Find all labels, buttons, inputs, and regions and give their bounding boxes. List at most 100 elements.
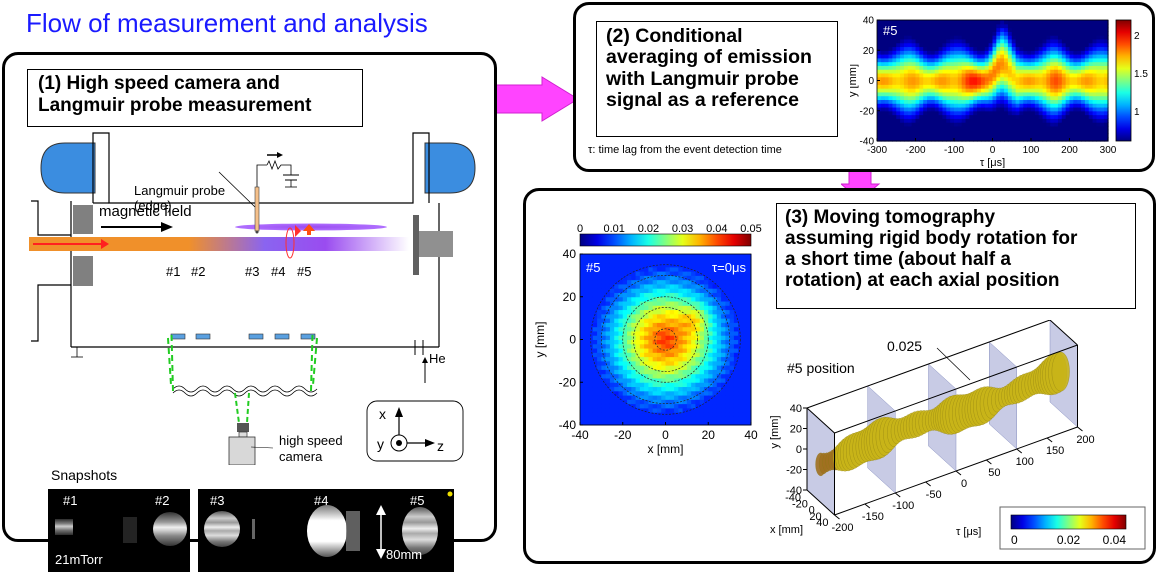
heatmap-cell bbox=[1031, 23, 1036, 29]
heatmap-cell bbox=[911, 114, 917, 119]
heatmap-cell bbox=[1007, 61, 1013, 66]
heatmap-cell bbox=[665, 399, 671, 405]
heatmap-cell bbox=[691, 271, 696, 276]
heatmap-cell bbox=[614, 352, 619, 358]
heatmap-cell bbox=[592, 377, 598, 383]
heatmap-cell bbox=[682, 326, 688, 332]
heatmap-cell bbox=[938, 95, 944, 101]
heatmap-cell bbox=[1023, 133, 1028, 138]
heatmap-cell bbox=[992, 88, 997, 93]
heatmap-cell bbox=[938, 31, 944, 36]
heatmap-cell bbox=[950, 129, 955, 135]
heatmap-cell bbox=[988, 80, 994, 85]
heatmap-cell bbox=[927, 23, 932, 29]
heatmap-cell bbox=[1000, 80, 1005, 85]
heatmap-cell bbox=[721, 288, 726, 293]
panel2-title-line: averaging of emission bbox=[606, 46, 812, 69]
heatmap-cell bbox=[708, 399, 714, 405]
heatmap-cell bbox=[746, 352, 752, 358]
heatmap-cell bbox=[601, 395, 607, 400]
heatmap-cell bbox=[674, 313, 679, 319]
heatmap-cell bbox=[1011, 129, 1017, 135]
heatmap-cell bbox=[1065, 72, 1071, 78]
heatmap-cell bbox=[725, 348, 731, 353]
heatmap-cell bbox=[729, 279, 735, 285]
heatmap-cell bbox=[1050, 72, 1055, 78]
heatmap-cell bbox=[1042, 133, 1047, 138]
heatmap-cell bbox=[592, 292, 598, 298]
heatmap-cell bbox=[938, 110, 944, 116]
heatmap-cell bbox=[1084, 88, 1090, 93]
heatmap-cell bbox=[1104, 137, 1109, 142]
heatmap-cell bbox=[665, 326, 671, 332]
heatmap-cell bbox=[746, 275, 752, 281]
heatmap-cell bbox=[678, 326, 684, 332]
heatmap-cell bbox=[584, 390, 590, 396]
heatmap-cell bbox=[923, 106, 928, 112]
heatmap-cell bbox=[965, 80, 970, 85]
heatmap-cell bbox=[930, 114, 936, 119]
heatmap-cell bbox=[699, 403, 705, 409]
heatmap-cell bbox=[716, 296, 722, 302]
heatmap-cell bbox=[1092, 46, 1098, 51]
heatmap-cell bbox=[1042, 31, 1047, 36]
heatmap-cell bbox=[1069, 84, 1074, 89]
heatmap-cell bbox=[1092, 88, 1098, 93]
heatmap-cell bbox=[609, 318, 615, 323]
heatmap-cell bbox=[580, 309, 585, 315]
snapshot-label-1: #1 bbox=[63, 493, 78, 508]
heatmap-cell bbox=[733, 262, 739, 268]
heatmap-cell bbox=[957, 91, 963, 97]
heatmap-cell bbox=[977, 72, 982, 78]
heatmap-cell bbox=[1069, 91, 1074, 97]
heatmap-cell bbox=[1042, 27, 1047, 32]
heatmap-cell bbox=[742, 262, 748, 268]
heatmap-cell bbox=[1057, 133, 1063, 138]
heatmap-cell bbox=[934, 54, 940, 59]
heatmap-cell bbox=[584, 318, 590, 323]
heatmap-cell bbox=[614, 305, 619, 311]
heatmap-cell bbox=[605, 301, 611, 306]
heatmap-cell bbox=[729, 343, 735, 349]
heatmap-cell bbox=[961, 122, 967, 127]
heatmap-cell bbox=[942, 133, 947, 138]
heatmap-cell bbox=[1073, 80, 1078, 85]
heatmap-cell bbox=[980, 38, 986, 44]
heatmap-cell bbox=[738, 395, 743, 400]
heatmap-cell bbox=[1042, 76, 1047, 82]
heatmap-cell bbox=[584, 348, 590, 353]
heatmap-cell bbox=[605, 271, 611, 276]
heatmap-cell bbox=[903, 103, 909, 108]
heatmap-cell bbox=[661, 283, 666, 289]
heatmap-cell bbox=[1007, 35, 1013, 40]
heatmap-cell bbox=[1000, 38, 1005, 44]
heatmap-cell bbox=[1011, 122, 1017, 127]
heatmap-cell bbox=[1027, 54, 1032, 59]
heatmap-cell bbox=[1096, 118, 1101, 123]
heatmap-cell bbox=[1004, 54, 1009, 59]
heatmap-cell bbox=[669, 377, 675, 383]
heatmap-cell bbox=[652, 352, 658, 358]
heatmap-cell bbox=[992, 125, 997, 131]
heatmap-cell bbox=[686, 266, 692, 272]
heatmap-cell bbox=[980, 57, 986, 63]
heatmap-cell bbox=[1084, 99, 1090, 104]
heatmap-cell bbox=[597, 266, 602, 272]
heatmap-cell bbox=[984, 118, 990, 123]
isosurface-tube bbox=[815, 351, 1070, 477]
heatmap-cell bbox=[1046, 84, 1051, 89]
heatmap-cell bbox=[1050, 54, 1055, 59]
heatmap-cell bbox=[919, 20, 924, 25]
heatmap-cell bbox=[942, 125, 947, 131]
heatmap-cell bbox=[627, 416, 632, 422]
heatmap-cell bbox=[1015, 125, 1021, 131]
heatmap-cell bbox=[584, 377, 590, 383]
heatmap-cell bbox=[1042, 137, 1047, 142]
heatmap-cell bbox=[969, 65, 974, 70]
heatmap-cell bbox=[1042, 50, 1047, 55]
heatmap-cell bbox=[888, 133, 893, 138]
heatmap-cell bbox=[1081, 50, 1086, 55]
heatmap-cell bbox=[1050, 95, 1055, 101]
heatmap-cell bbox=[973, 38, 978, 44]
heatmap-cell bbox=[661, 322, 666, 328]
